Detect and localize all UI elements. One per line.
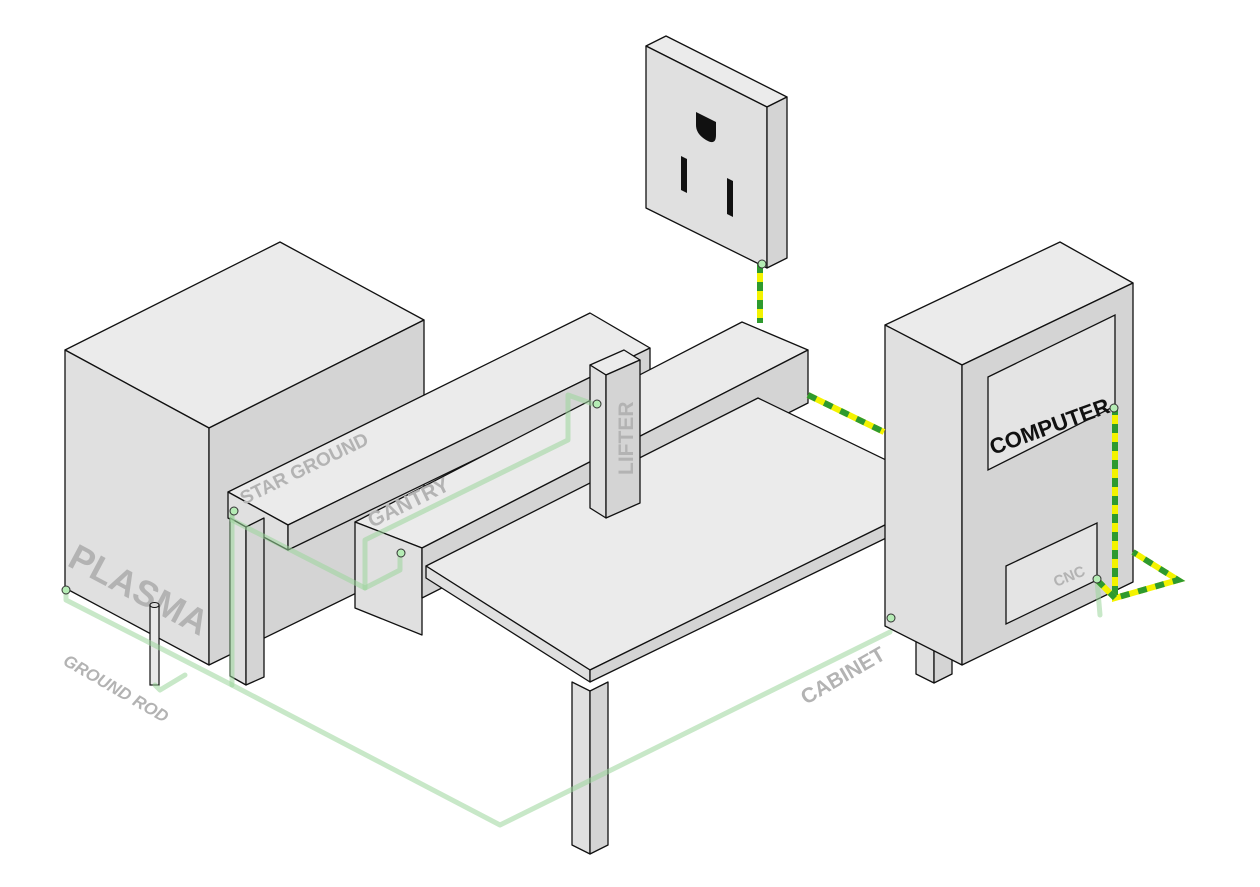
- nema-5-15-outlet-icon: [645, 35, 788, 269]
- lifter-label: LIFTER: [615, 402, 638, 476]
- ground-wire-cnc: [1094, 577, 1103, 618]
- ground-terminals: [61, 259, 1119, 623]
- outlet-slot-left: [681, 156, 687, 193]
- terminal-lifter: [592, 399, 602, 409]
- terminal-plasma: [61, 585, 71, 595]
- ground-wire-star: [229, 509, 893, 828]
- earth-cables: [757, 264, 1186, 602]
- computer-cabinet: COMPUTER CNC: [884, 241, 1134, 666]
- terminal-outlet: [757, 259, 767, 269]
- ground-wire-rod: [152, 672, 188, 693]
- terminal-gantry: [396, 548, 406, 558]
- terminal-computer: [1109, 403, 1119, 413]
- terminal-star-ground: [229, 506, 239, 516]
- ground-wire-lifter: [362, 392, 599, 591]
- terminal-cabinet: [886, 613, 896, 623]
- ground-wire-plasma: [63, 587, 235, 688]
- terminal-cnc: [1092, 574, 1102, 584]
- ground-wiring: [63, 392, 1103, 828]
- outlet-slot-right: [727, 178, 733, 217]
- outlet-ground-hole: [696, 112, 716, 143]
- torch-lifter: LIFTER: [589, 349, 641, 519]
